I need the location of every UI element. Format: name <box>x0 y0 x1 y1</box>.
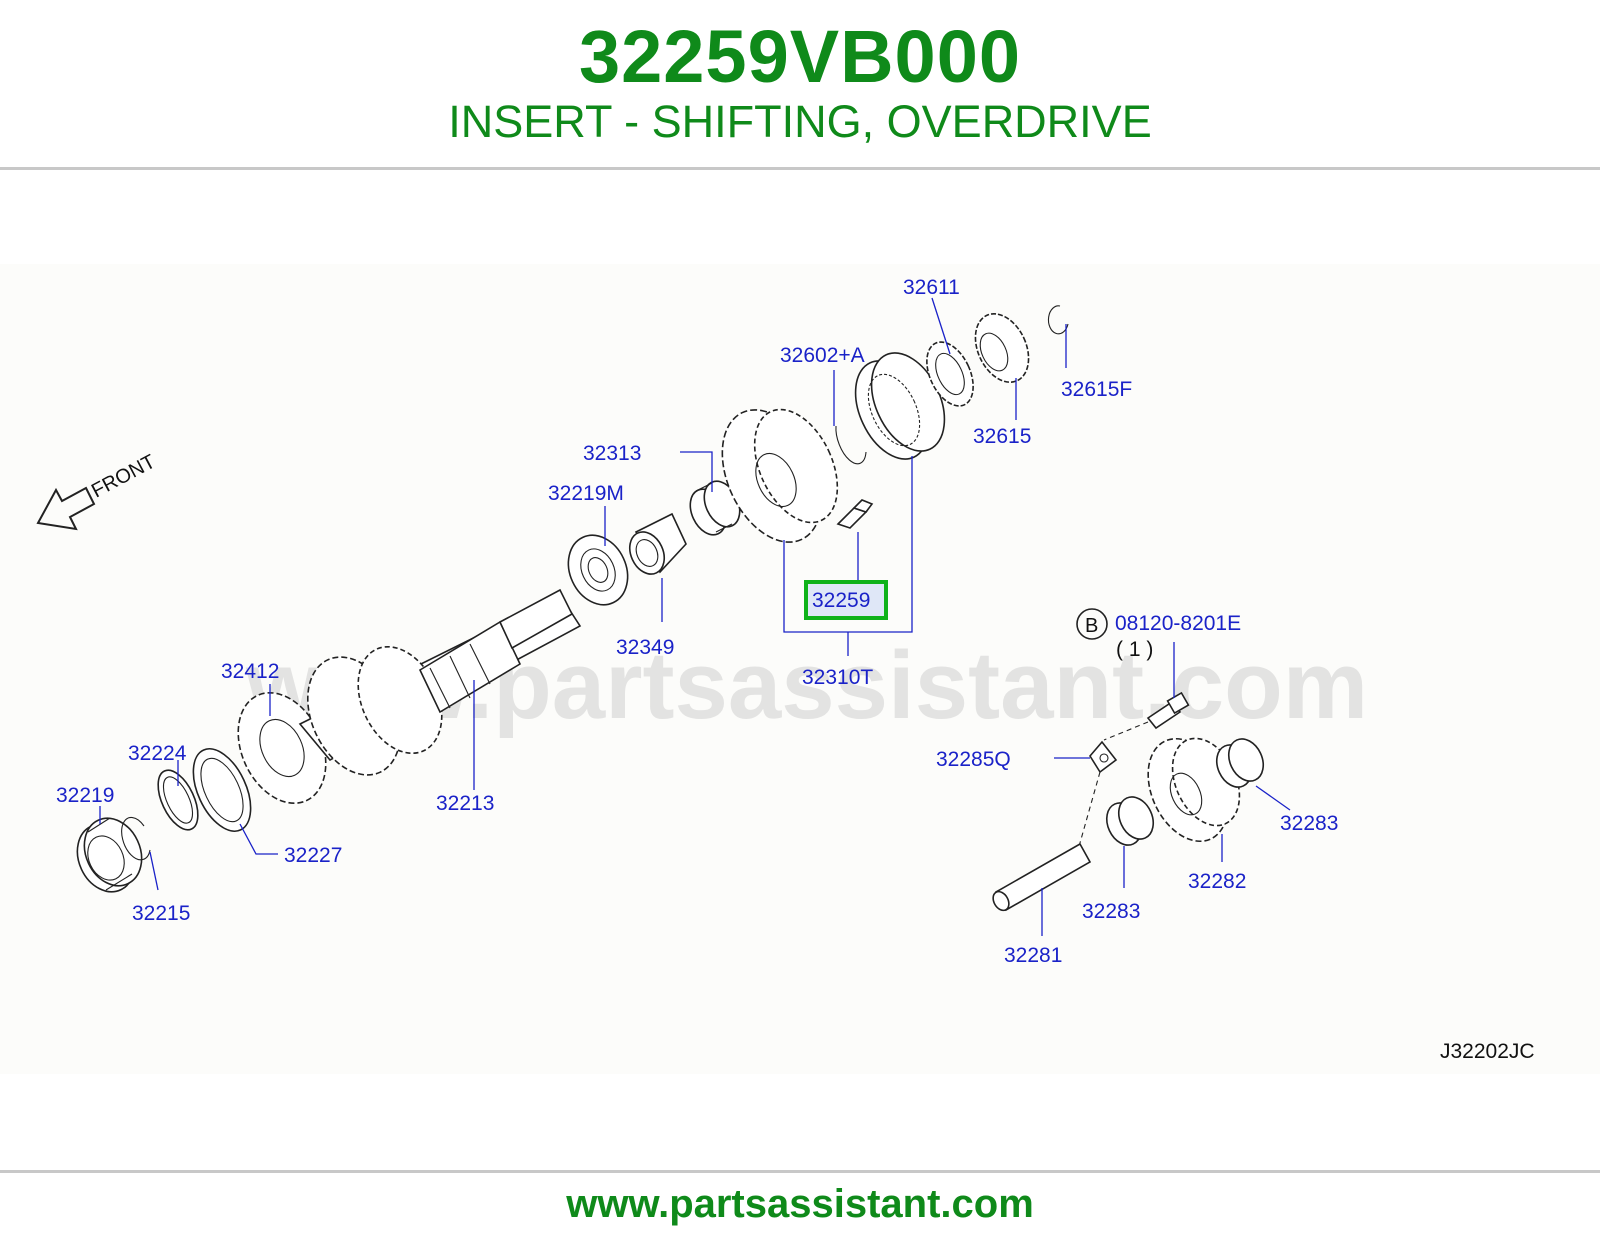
part-32285Q-plate[interactable] <box>1089 740 1118 774</box>
callout-32611[interactable]: 32611 <box>903 276 960 299</box>
front-label: FRONT <box>88 451 159 503</box>
part-32283-needle-bearing-left[interactable] <box>1100 791 1160 850</box>
callout-bolt-qty: ( 1 ) <box>1116 638 1153 661</box>
part-32227-washer[interactable] <box>182 740 263 840</box>
callout-32213[interactable]: 32213 <box>436 792 494 815</box>
part-32219-bearing[interactable] <box>67 809 153 901</box>
callout-32219M[interactable]: 32219M <box>548 482 624 505</box>
callout-32259[interactable]: 32259 <box>812 589 870 612</box>
bottom-divider <box>0 1170 1600 1173</box>
callout-32602A[interactable]: 32602+A <box>780 344 865 367</box>
part-32213-main-shaft[interactable] <box>290 588 582 790</box>
part-32281-shaft[interactable] <box>990 842 1092 913</box>
part-32283-needle-bearing-right[interactable] <box>1210 733 1270 792</box>
part-bolt[interactable] <box>1146 691 1190 730</box>
callout-32283-right[interactable]: 32283 <box>1280 812 1338 835</box>
part-32219M-bearing[interactable] <box>557 526 638 615</box>
callout-32412[interactable]: 32412 <box>221 660 279 683</box>
callout-32310T[interactable]: 32310T <box>802 666 873 689</box>
callout-32615[interactable]: 32615 <box>973 425 1031 448</box>
callout-32227[interactable]: 32227 <box>284 844 342 867</box>
part-32615F-snap-ring[interactable] <box>1047 305 1069 335</box>
part-number-title: 32259VB000 <box>578 15 1022 98</box>
callout-32313[interactable]: 32313 <box>583 442 641 465</box>
bolt-marker-label: B <box>1085 615 1098 637</box>
top-divider <box>0 167 1600 170</box>
part-32215-snap-ring[interactable] <box>121 816 151 861</box>
part-32602A-ring[interactable] <box>835 425 867 465</box>
callout-32282[interactable]: 32282 <box>1188 870 1246 893</box>
part-overdrive-gear[interactable] <box>703 394 854 558</box>
part-32259-shifting-insert[interactable] <box>836 499 874 529</box>
callout-32224[interactable]: 32224 <box>128 742 187 765</box>
leader-lines <box>99 297 1291 936</box>
bolt-marker-circle <box>1076 608 1108 640</box>
part-coupling-sleeve[interactable] <box>841 341 959 470</box>
part-description: INSERT - SHIFTING, OVERDRIVE <box>448 96 1152 147</box>
callout-32349[interactable]: 32349 <box>616 636 674 659</box>
callout-32615F[interactable]: 32615F <box>1061 378 1132 401</box>
front-arrow-icon <box>36 486 96 531</box>
callout-32285Q[interactable]: 32285Q <box>936 748 1011 771</box>
part-32611-baulk-ring[interactable] <box>918 335 983 414</box>
part-32224-washer[interactable] <box>150 764 206 836</box>
callout-32215[interactable]: 32215 <box>132 902 190 925</box>
highlight-box <box>804 580 888 620</box>
part-32615-hub[interactable] <box>965 305 1039 391</box>
callout-bolt-part[interactable]: 08120-8201E <box>1115 612 1241 635</box>
callout-32283-left[interactable]: 32283 <box>1082 900 1140 923</box>
footer-url-link[interactable]: www.partsassistant.com <box>566 1182 1034 1226</box>
diagram-background <box>0 264 1600 1074</box>
reference-code: J32202JC <box>1440 1040 1535 1063</box>
part-32349-collar[interactable] <box>623 512 687 580</box>
callout-32219[interactable]: 32219 <box>56 784 114 807</box>
callout-32281[interactable]: 32281 <box>1004 944 1062 967</box>
